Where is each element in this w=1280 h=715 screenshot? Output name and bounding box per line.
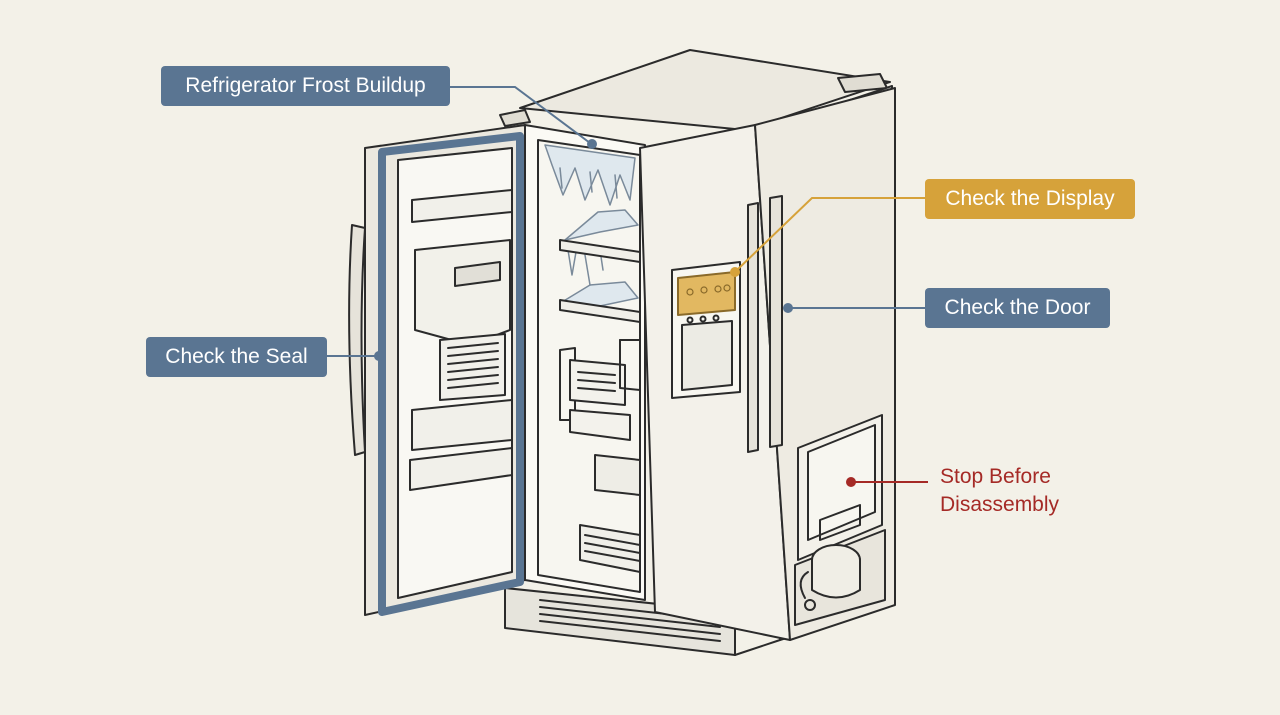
open-freezer-door [348, 124, 526, 616]
label-check-display: Check the Display [925, 179, 1135, 219]
stop-leader-dot [846, 477, 856, 487]
frost-leader-line [450, 86, 591, 144]
stop-label-line1: Stop Before [940, 465, 1051, 488]
display-leader-line [736, 197, 925, 271]
door-leader-dot [783, 303, 793, 313]
freezer-shelves [559, 239, 641, 573]
fridge-top [519, 49, 891, 131]
service-access-panel [797, 414, 883, 561]
compressor [794, 529, 886, 626]
frost-formation [544, 144, 639, 307]
frost-leader-dot [587, 139, 597, 149]
label-stop-before-disassembly: Stop Before Disassembly [940, 463, 1140, 519]
label-check-seal: Check the Seal [146, 337, 327, 377]
display-leader-dot [730, 267, 740, 277]
seal-leader-dot [374, 351, 384, 361]
label-check-door: Check the Door [925, 288, 1110, 328]
stop-label-line2: Disassembly [940, 493, 1060, 516]
dispenser-panel [671, 261, 741, 399]
label-frost-buildup: Refrigerator Frost Buildup [161, 66, 450, 106]
